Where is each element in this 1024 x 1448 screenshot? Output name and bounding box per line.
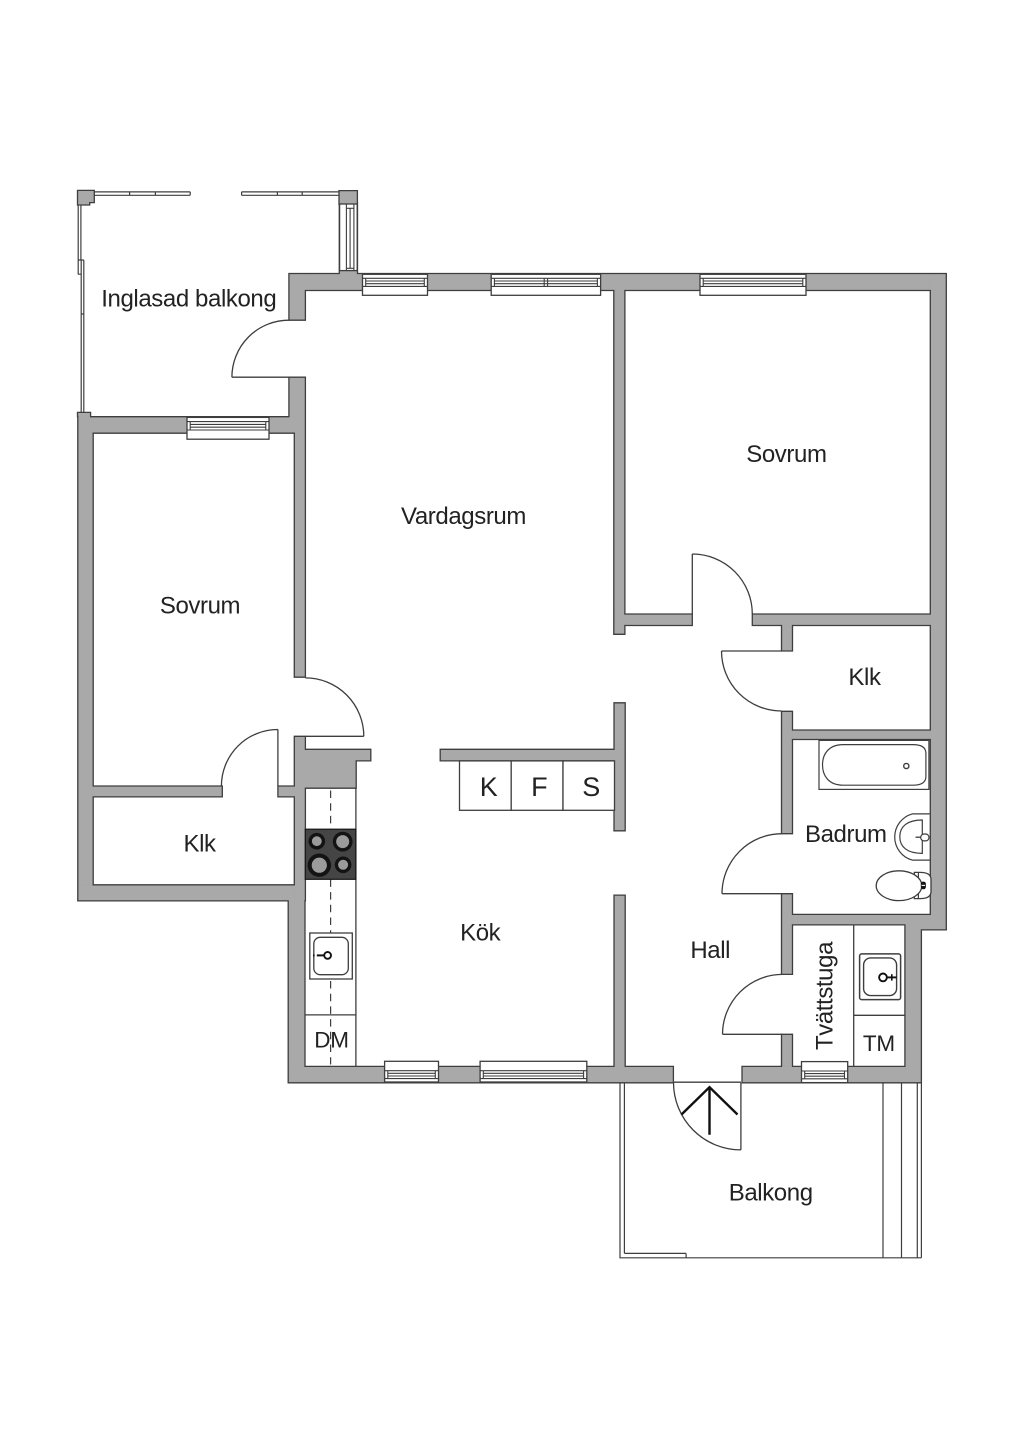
svg-text:DM: DM [314,1028,349,1053]
svg-text:Sovrum: Sovrum [746,441,826,468]
svg-text:Badrum: Badrum [805,821,887,848]
svg-text:Inglasad balkong: Inglasad balkong [101,285,276,312]
svg-text:TM: TM [863,1031,895,1056]
svg-text:Sovrum: Sovrum [160,593,240,620]
svg-text:Vardagsrum: Vardagsrum [401,503,526,530]
svg-text:Hall: Hall [690,937,730,964]
svg-text:Tvättstuga: Tvättstuga [812,941,839,1050]
svg-text:Klk: Klk [184,831,218,858]
svg-text:Balkong: Balkong [729,1180,813,1207]
svg-text:Klk: Klk [848,664,882,691]
svg-text:F: F [531,772,547,802]
svg-text:S: S [582,772,600,802]
svg-text:K: K [480,772,498,802]
svg-text:Kök: Kök [460,920,502,947]
